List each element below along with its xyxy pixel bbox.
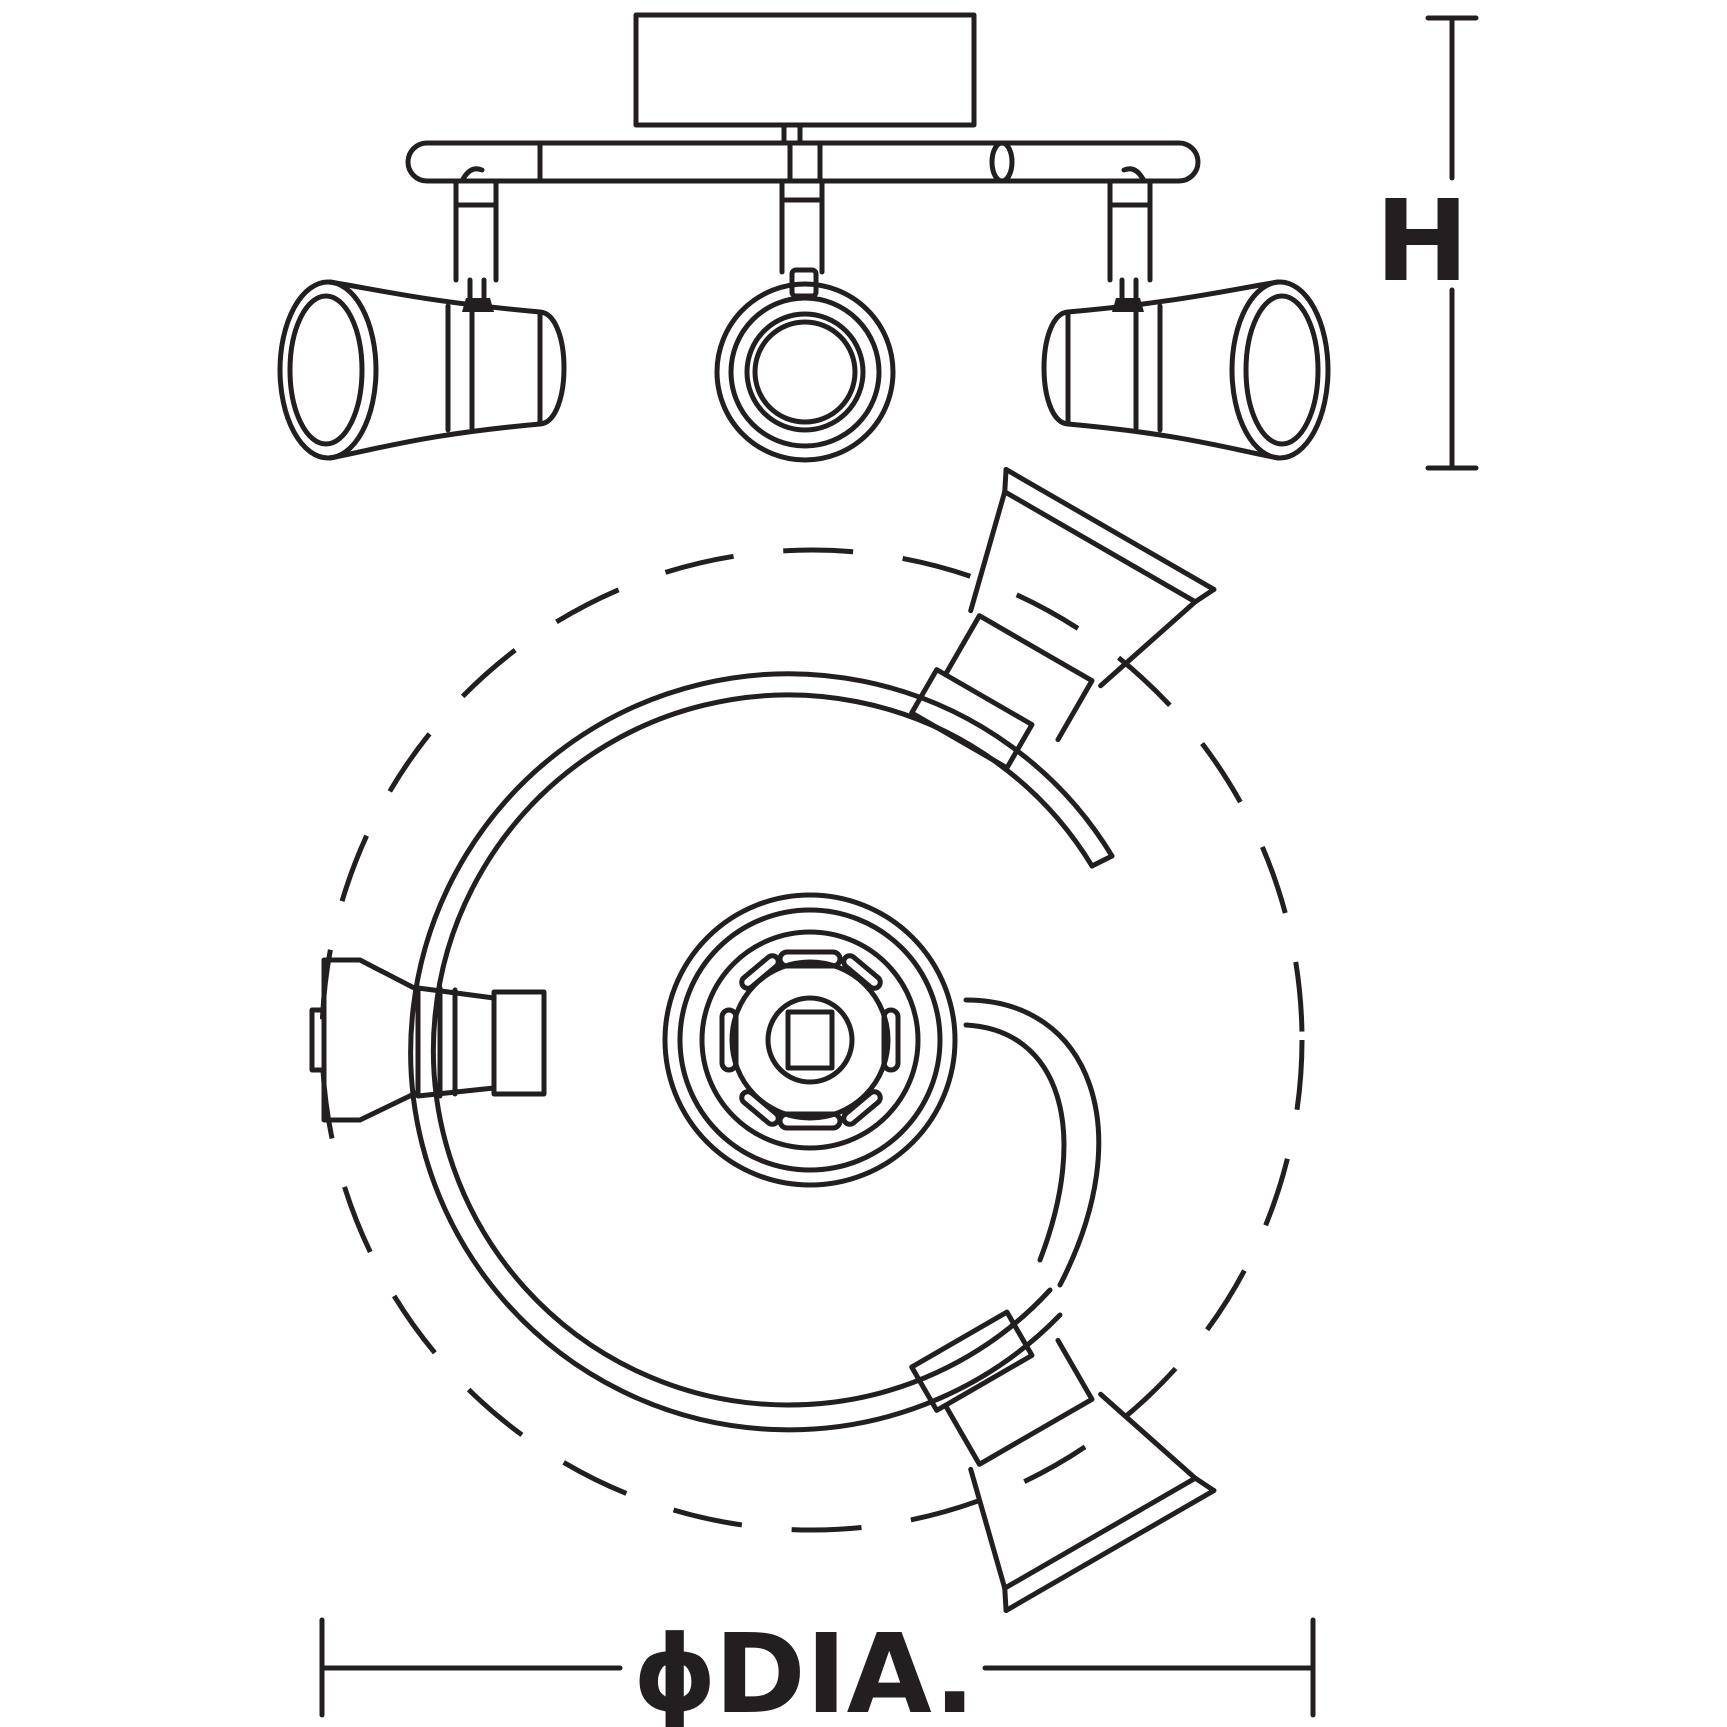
central-hub: [662, 892, 958, 1188]
top-plan-view: ϕ DIA.: [309, 466, 1316, 1727]
side-elevation-view: H: [277, 12, 1479, 471]
diameter-symbol: ϕ: [633, 1613, 717, 1727]
diameter-label: DIA.: [714, 1610, 975, 1727]
ceiling-canopy: [633, 12, 977, 128]
diameter-outline: [319, 547, 1305, 1533]
curved-arm: [408, 671, 1115, 1433]
spotlight-left-side: [277, 166, 567, 461]
spotlight-middle-side: [714, 178, 896, 463]
height-dimension: [1425, 15, 1479, 471]
mounting-bar: [405, 122, 1201, 184]
spotlight-top-right-plan: [909, 466, 1217, 771]
height-label: H: [1375, 177, 1469, 307]
spotlight-left-plan: [309, 957, 547, 1123]
connector-arm: [963, 997, 1102, 1288]
diameter-dimension: [319, 1617, 1316, 1718]
spotlight-bottom-right-plan: [909, 1309, 1217, 1614]
spotlight-right-side: [1041, 166, 1331, 461]
